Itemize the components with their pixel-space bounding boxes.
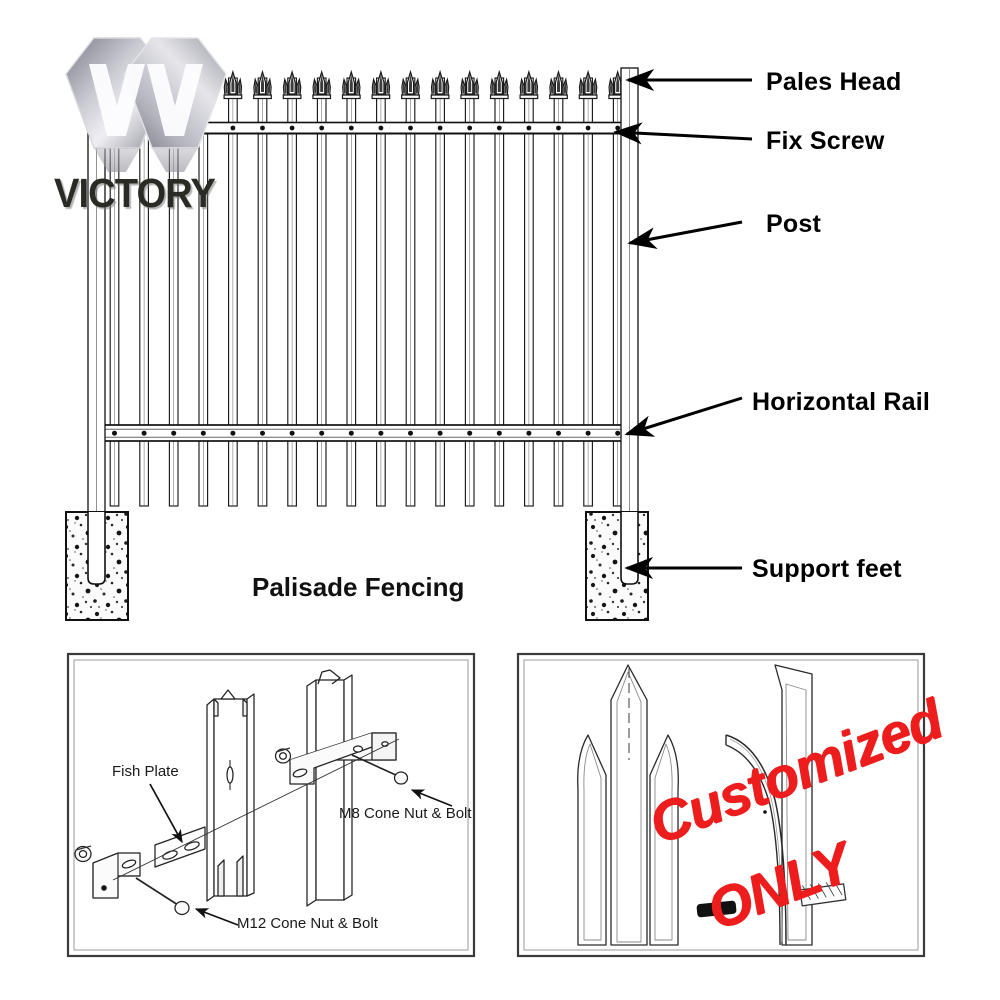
callout-pales-head: Pales Head <box>766 68 902 96</box>
support-foot-left <box>65 511 129 621</box>
leader-post <box>627 220 743 249</box>
triple-point-pale-head <box>577 664 679 946</box>
leader-fish-plate <box>149 783 183 844</box>
callout-leaders <box>613 69 753 579</box>
fix-screw-group-lower <box>112 430 621 436</box>
panel-border-left <box>66 652 476 958</box>
victory-hexagon-w-logo-icon <box>65 37 227 172</box>
label-fish-plate: Fish Plate <box>112 763 179 780</box>
diagram-caption: Palisade Fencing <box>252 572 465 602</box>
leader-fix-screw <box>613 122 753 145</box>
label-m12-cone-nut-bolt: M12 Cone Nut & Bolt <box>237 915 378 932</box>
callout-post: Post <box>766 210 821 238</box>
leader-horizontal-rail <box>624 396 743 437</box>
victory-wordmark: VICTORY <box>54 170 216 216</box>
callout-horizontal-rail: Horizontal Rail <box>752 388 931 416</box>
callout-fix-screw: Fix Screw <box>766 127 885 155</box>
victory-logo: VICTORY <box>48 22 248 216</box>
label-m8-cone-nut-bolt: M8 Cone Nut & Bolt <box>339 805 472 822</box>
pale-set <box>105 71 628 507</box>
curved-pale-profile <box>696 664 847 946</box>
leader-m8-bolt <box>410 789 453 807</box>
callout-support-feet: Support feet <box>752 555 902 583</box>
leader-m12-bolt <box>194 908 239 926</box>
